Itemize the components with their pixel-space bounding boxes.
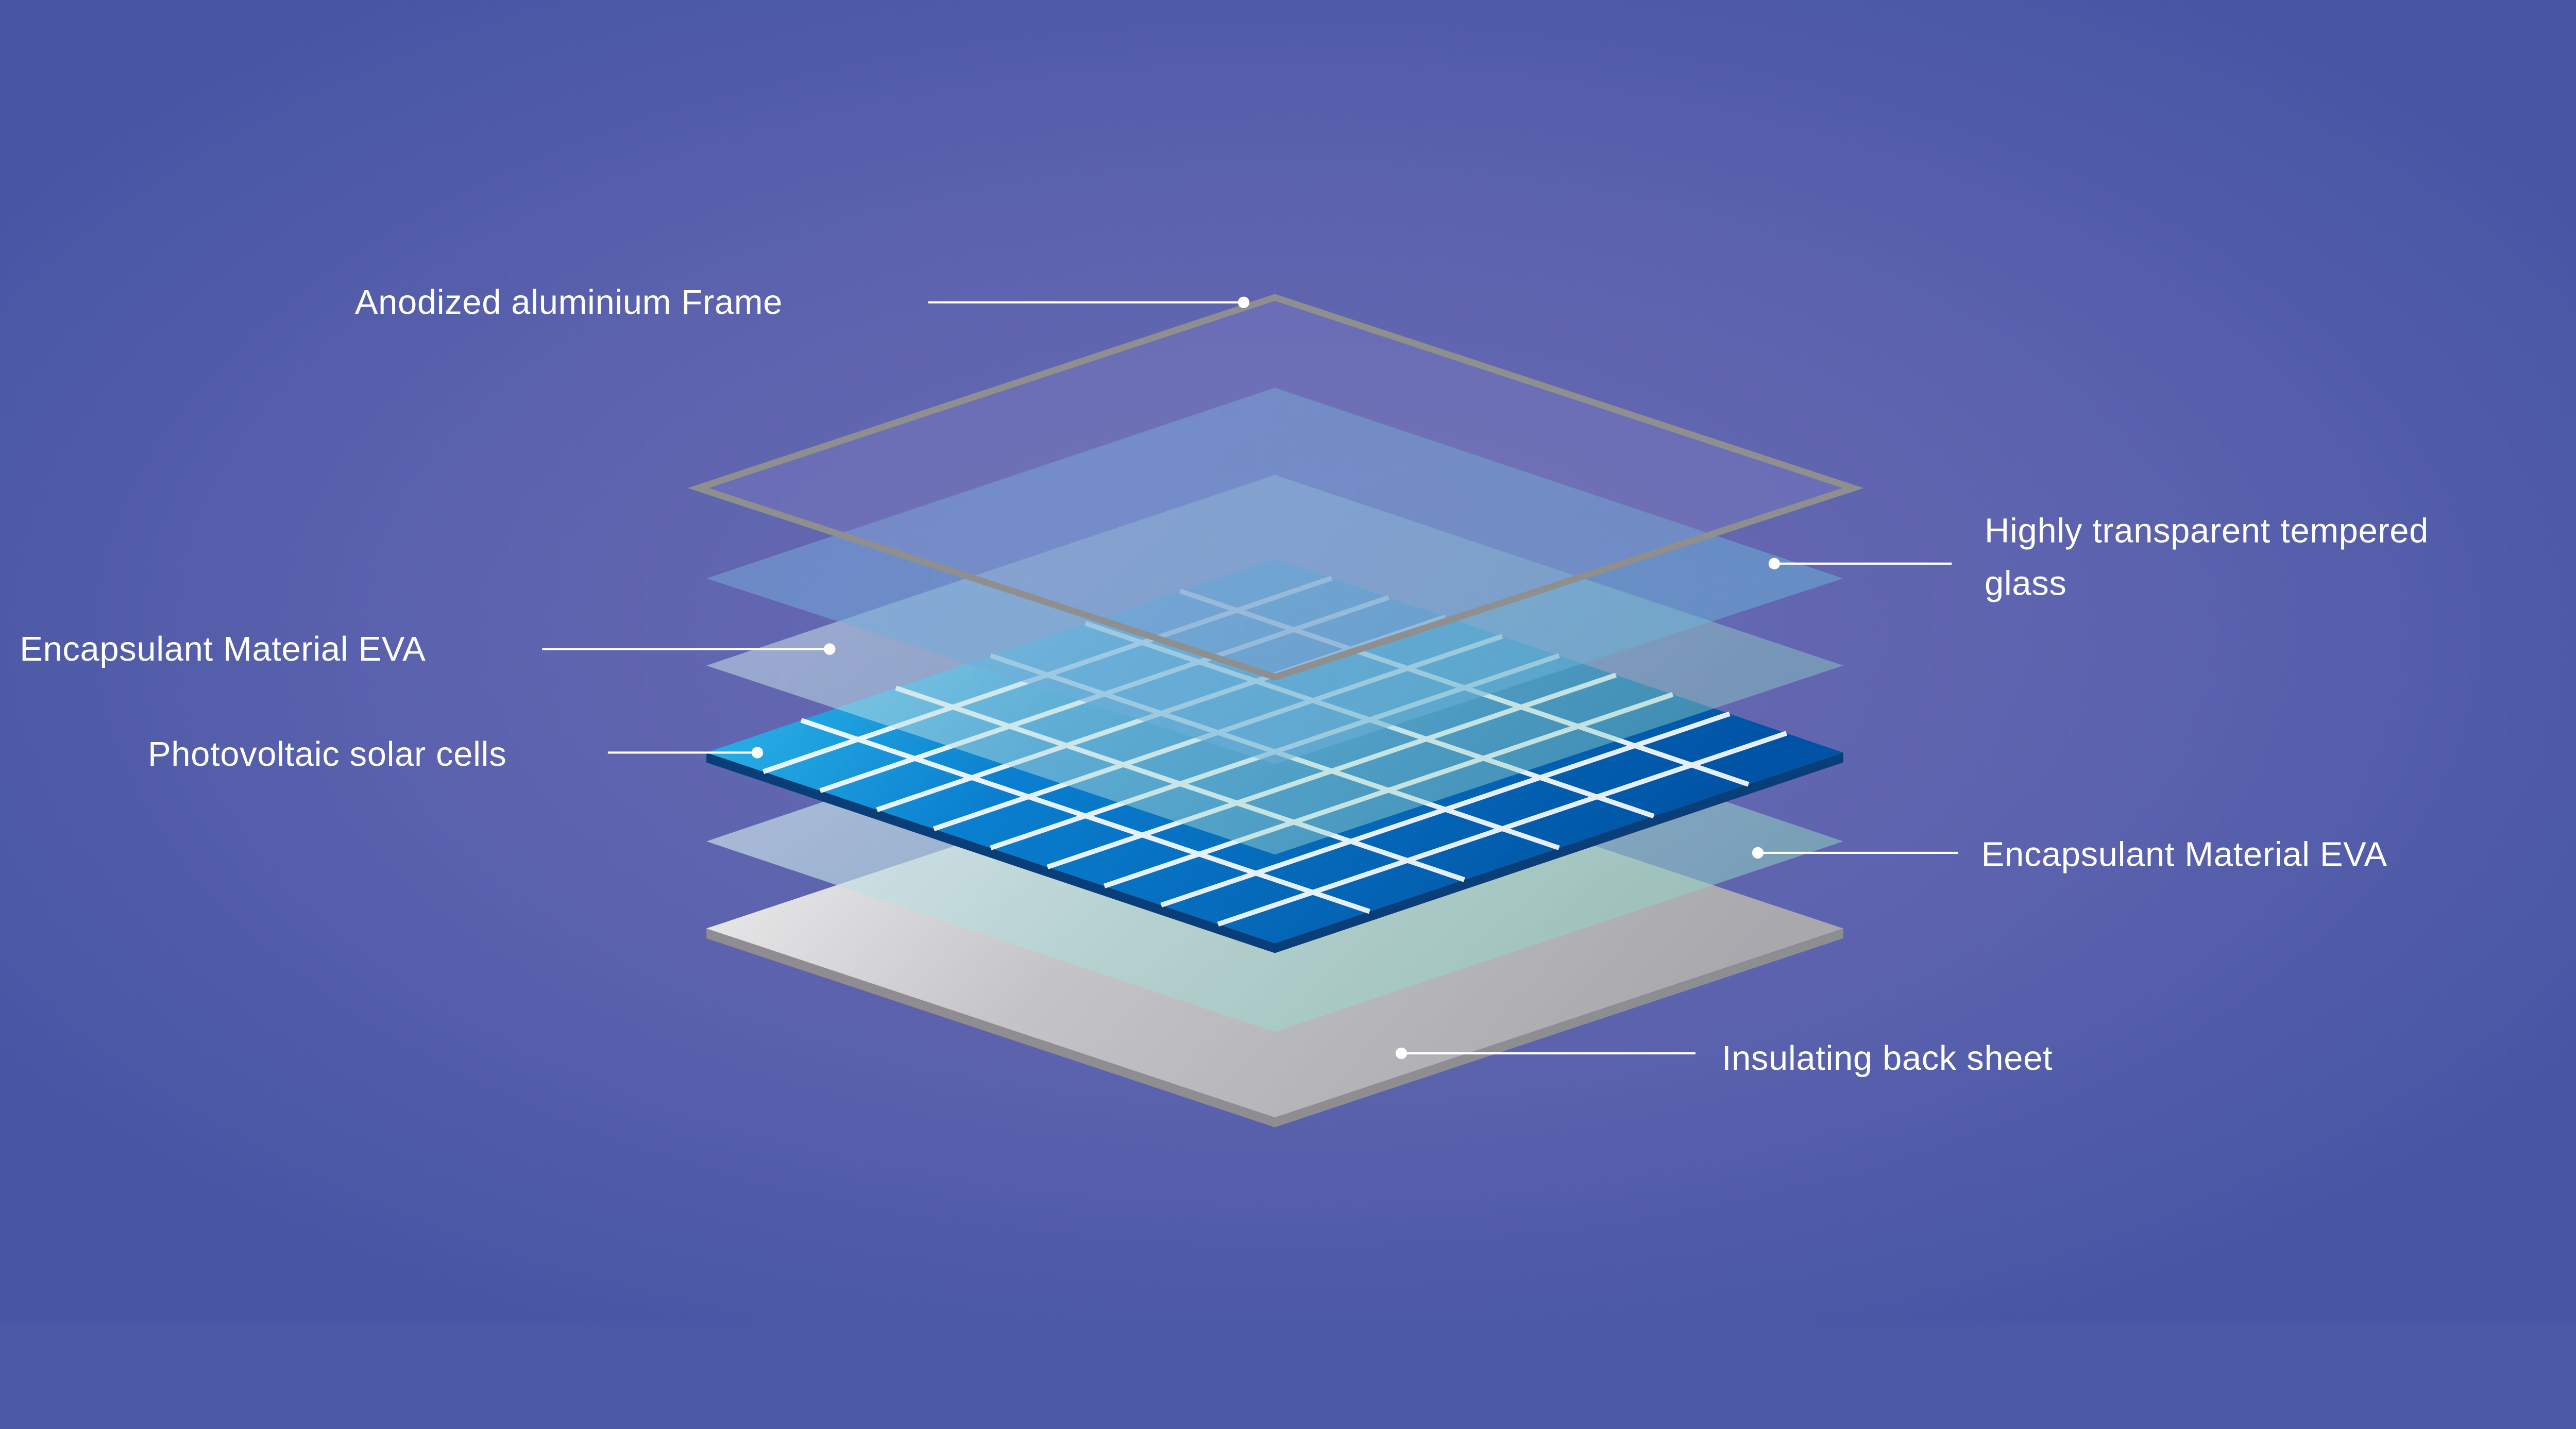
backsheet-dot	[1395, 1047, 1408, 1060]
eva-top-label: Encapsulant Material EVA	[20, 630, 426, 668]
frame-dot	[1238, 296, 1250, 308]
cell-grid-line	[1160, 711, 1731, 907]
eva-top-dot	[824, 643, 836, 655]
eva-bottom-label: Encapsulant Material EVA	[1981, 835, 2387, 873]
glass-layer	[706, 388, 1843, 764]
frame-label: Anodized aluminium Frame	[355, 283, 783, 322]
glass-dot	[1768, 558, 1781, 569]
cells-dot	[751, 747, 764, 759]
solar-panel-layers-diagram: Anodized aluminium Frame Highly transpar…	[0, 0, 2576, 1321]
aluminium-frame-layer	[687, 294, 1864, 681]
eva-bottom-dot	[1752, 847, 1764, 859]
backsheet-label: Insulating back sheet	[1722, 1039, 2053, 1078]
cells-label: Photovoltaic solar cells	[148, 735, 506, 774]
cell-grid-line	[1217, 731, 1787, 927]
glass-label-line2: glass	[1985, 564, 2067, 602]
glass-label-line1: Highly transparent tempered	[1985, 511, 2429, 550]
